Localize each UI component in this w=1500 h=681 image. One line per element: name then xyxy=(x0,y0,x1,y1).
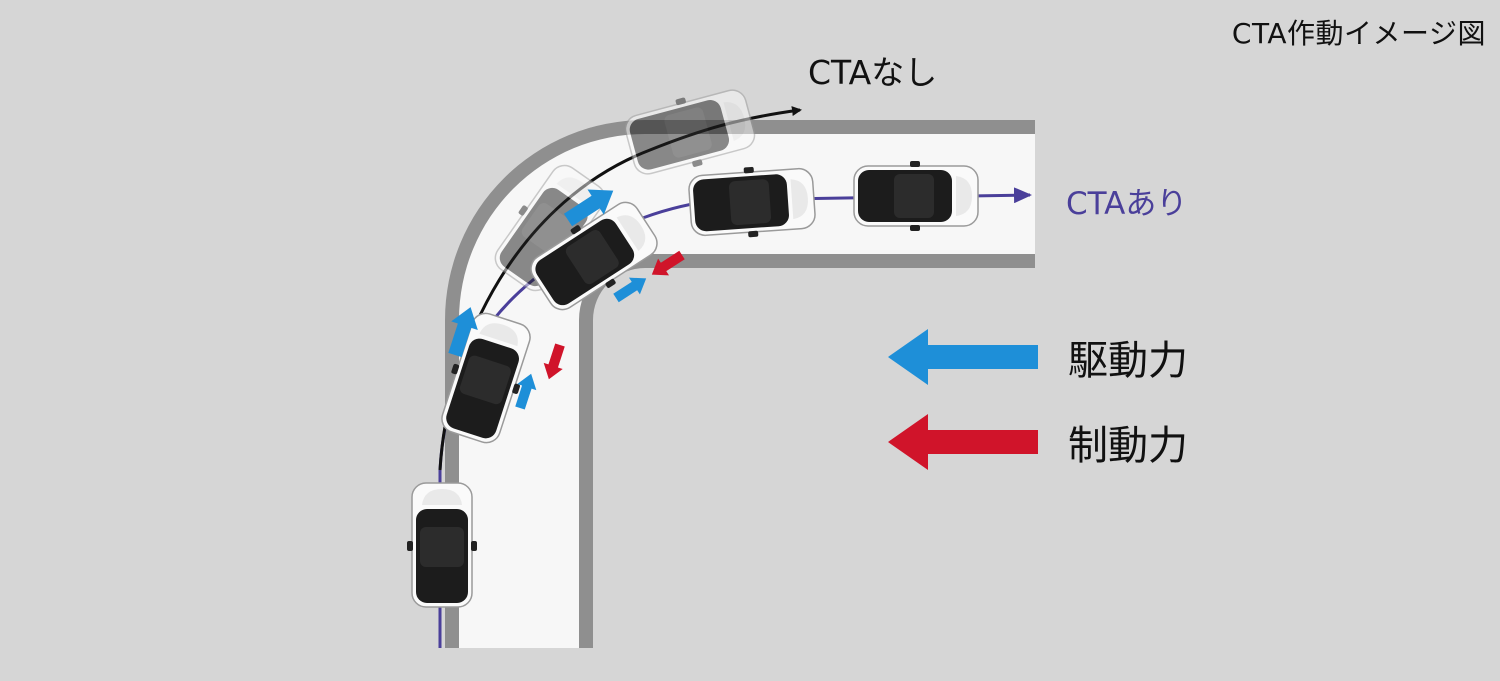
drive-arrow-icon xyxy=(448,307,478,358)
diagram-title: CTA作動イメージ図 xyxy=(1231,17,1486,50)
brake-arrow-icon xyxy=(651,250,685,276)
drive-arrow-icon xyxy=(613,277,647,303)
label-with-cta: CTAあり xyxy=(1066,186,1188,222)
legend-drive-label: 駆動力 xyxy=(1068,338,1188,384)
legend-brake-force: 制動力 xyxy=(888,413,1188,471)
drive-force-arrow-icon xyxy=(888,329,1038,385)
drive-arrow-icon xyxy=(515,373,537,410)
car-4 xyxy=(686,162,818,242)
drive-arrow-icon xyxy=(563,189,614,227)
brake-force-arrow-icon xyxy=(888,414,1038,470)
brake-arrow-icon xyxy=(543,343,565,380)
legend-drive-force: 駆動力 xyxy=(888,328,1188,386)
legend-brake-label: 制動力 xyxy=(1068,423,1188,469)
label-without-cta: CTAなし xyxy=(808,53,938,92)
car-1 xyxy=(406,482,478,608)
car-5 xyxy=(853,160,979,232)
